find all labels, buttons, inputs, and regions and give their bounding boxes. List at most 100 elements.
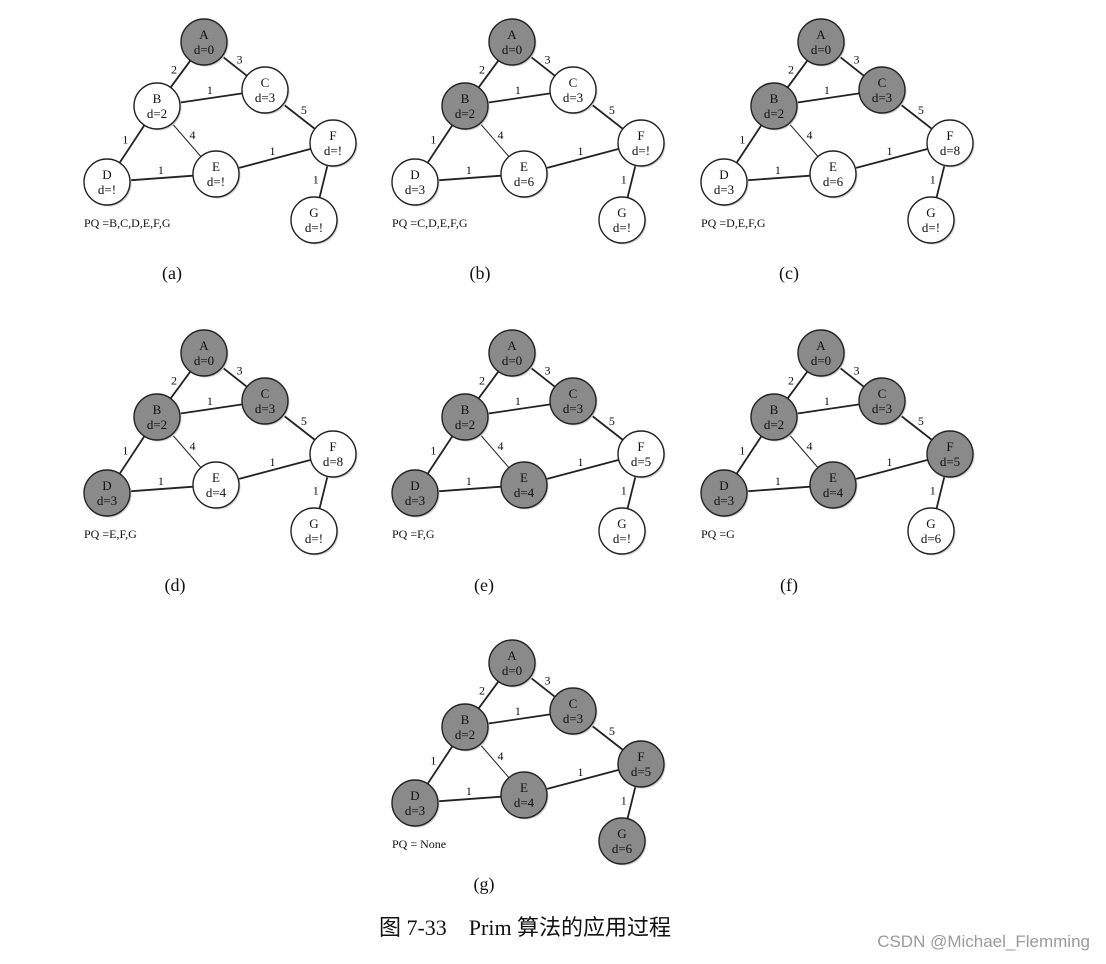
graph-node-a: Ad=0 <box>488 329 537 378</box>
node-id-label: B <box>461 402 470 417</box>
graph-node-f: Fd=8 <box>926 119 975 168</box>
graph-node-c: Cd=3 <box>241 377 290 426</box>
edge-EF <box>546 769 619 790</box>
node-id-label: E <box>829 470 837 485</box>
graph-node-g: Gd=6 <box>598 817 647 866</box>
node-distance-label: d=6 <box>514 174 535 189</box>
node-distance-label: d=3 <box>97 493 117 508</box>
edge-AB <box>477 681 500 709</box>
node-circle <box>391 779 439 827</box>
graph-node-f: Fd=5 <box>617 740 666 789</box>
edge-weight-label: 1 <box>313 173 319 187</box>
priority-queue-label: PQ =E,F,G <box>84 527 137 541</box>
graph-node-e: Ed=6 <box>809 150 858 199</box>
node-circle <box>192 150 240 198</box>
node-distance-label: d=3 <box>872 401 892 416</box>
panel-caption: (e) <box>474 575 494 595</box>
node-circle <box>926 430 974 478</box>
edge-CF <box>590 103 624 130</box>
edge-weight-label: 2 <box>479 683 485 697</box>
graph-node-g: Gd=! <box>598 507 647 556</box>
edge-weight-label: 2 <box>479 62 485 76</box>
node-distance-label: d=3 <box>255 90 275 105</box>
graph-node-c: Cd=3 <box>549 377 598 426</box>
edge-weight-label: 1 <box>158 474 164 488</box>
node-distance-label: d=6 <box>921 531 942 546</box>
edge-weight-label: 2 <box>171 62 177 76</box>
node-id-label: D <box>410 478 419 493</box>
edge-BD <box>118 124 146 164</box>
node-id-label: E <box>212 159 220 174</box>
graph-node-a: Ad=0 <box>180 18 229 67</box>
node-distance-label: d=2 <box>147 417 167 432</box>
graph-node-c: Cd=3 <box>549 687 598 736</box>
node-circle <box>858 66 906 114</box>
graph-node-b: Bd=2 <box>750 393 799 442</box>
node-id-label: B <box>153 91 162 106</box>
node-circle <box>750 82 798 130</box>
node-distance-label: d=3 <box>714 493 734 508</box>
edge-BD <box>426 124 454 164</box>
node-circle <box>549 66 597 114</box>
node-circle <box>391 469 439 517</box>
node-id-label: B <box>461 91 470 106</box>
edge-BE <box>479 434 510 468</box>
edge-AC <box>221 55 248 77</box>
node-distance-label: d=3 <box>405 803 425 818</box>
edge-BE <box>788 434 819 468</box>
node-distance-label: d=6 <box>612 841 633 856</box>
node-distance-label: d=2 <box>455 106 475 121</box>
edge-weight-label: 1 <box>577 144 583 158</box>
graph-node-g: Gd=! <box>907 196 956 245</box>
node-circle <box>180 18 228 66</box>
edge-DE <box>437 174 502 182</box>
edge-weight-label: 1 <box>207 83 213 97</box>
node-circle <box>500 461 548 509</box>
node-id-label: D <box>410 788 419 803</box>
graph-node-b: Bd=2 <box>441 703 490 752</box>
node-distance-label: d=! <box>613 531 631 546</box>
node-circle <box>83 158 131 206</box>
edge-weight-label: 1 <box>577 765 583 779</box>
edge-AB <box>169 371 192 399</box>
node-id-label: E <box>212 470 220 485</box>
priority-queue-label: PQ =D,E,F,G <box>701 216 766 230</box>
node-id-label: A <box>199 27 209 42</box>
node-distance-label: d=2 <box>764 417 784 432</box>
node-circle <box>488 18 536 66</box>
edge-AC <box>529 366 556 388</box>
node-distance-label: d=! <box>613 220 631 235</box>
node-id-label: C <box>878 386 887 401</box>
node-distance-label: d=0 <box>194 353 214 368</box>
edge-weight-label: 1 <box>621 173 627 187</box>
node-distance-label: d=2 <box>764 106 784 121</box>
node-distance-label: d=0 <box>502 353 522 368</box>
node-id-label: A <box>507 338 517 353</box>
node-id-label: G <box>617 205 626 220</box>
edge-FG <box>626 165 637 198</box>
graph-node-d: Dd=3 <box>83 469 132 518</box>
node-circle <box>133 82 181 130</box>
graph-node-b: Bd=2 <box>750 82 799 131</box>
node-distance-label: d=6 <box>823 174 844 189</box>
node-circle <box>809 150 857 198</box>
node-circle <box>907 196 955 244</box>
edge-weight-label: 3 <box>544 53 550 67</box>
graph-node-g: Gd=! <box>290 507 339 556</box>
edge-weight-label: 1 <box>577 455 583 469</box>
node-circle <box>926 119 974 167</box>
edge-AC <box>221 366 248 388</box>
edge-BD <box>735 124 763 164</box>
edge-DE <box>437 795 502 803</box>
node-circle <box>809 461 857 509</box>
node-distance-label: d=5 <box>631 454 651 469</box>
node-id-label: F <box>637 749 644 764</box>
edge-BE <box>788 123 819 157</box>
node-distance-label: d=3 <box>563 711 583 726</box>
edge-weight-label: 1 <box>824 83 830 97</box>
edge-weight-label: 5 <box>918 414 924 428</box>
node-id-label: G <box>309 516 318 531</box>
